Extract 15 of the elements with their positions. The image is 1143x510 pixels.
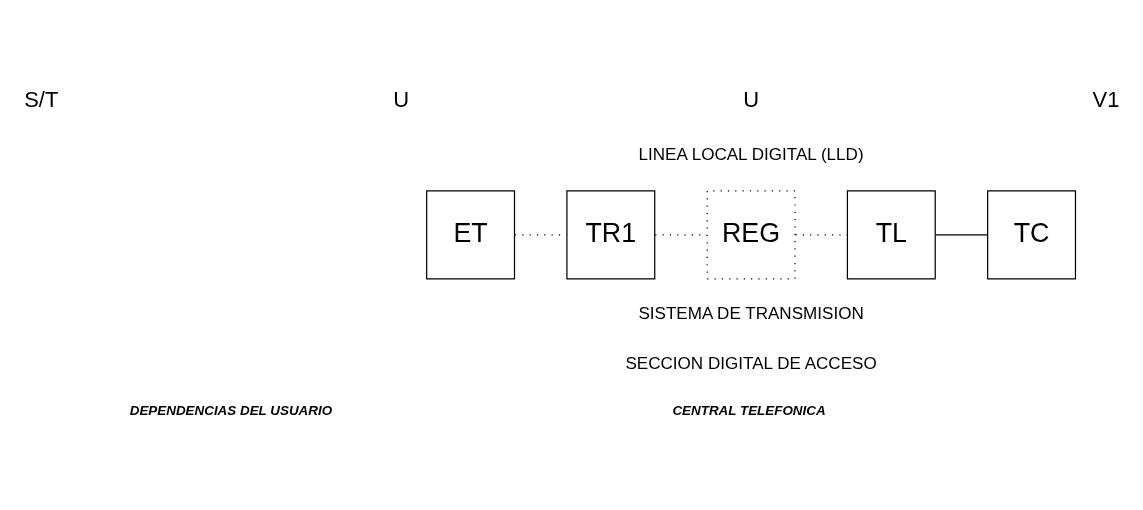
node-box: TR1 (566, 190, 656, 280)
label: U (743, 87, 759, 113)
node-box: TC (987, 190, 1077, 280)
node-box: TL (846, 190, 936, 280)
node-box: ET (426, 190, 516, 280)
label: V1 (1092, 87, 1120, 113)
label: DEPENDENCIAS DEL USUARIO (129, 403, 333, 419)
label: SECCION DIGITAL DE ACCESO (625, 354, 877, 374)
label: CENTRAL TELEFONICA (672, 403, 826, 419)
label: S/T (24, 87, 59, 113)
connector (935, 234, 988, 236)
label: LINEA LOCAL DIGITAL (LLD) (638, 144, 864, 164)
label: U (393, 87, 409, 113)
node-box: REG (706, 190, 796, 280)
label: SISTEMA DE TRANSMISION (638, 304, 864, 324)
